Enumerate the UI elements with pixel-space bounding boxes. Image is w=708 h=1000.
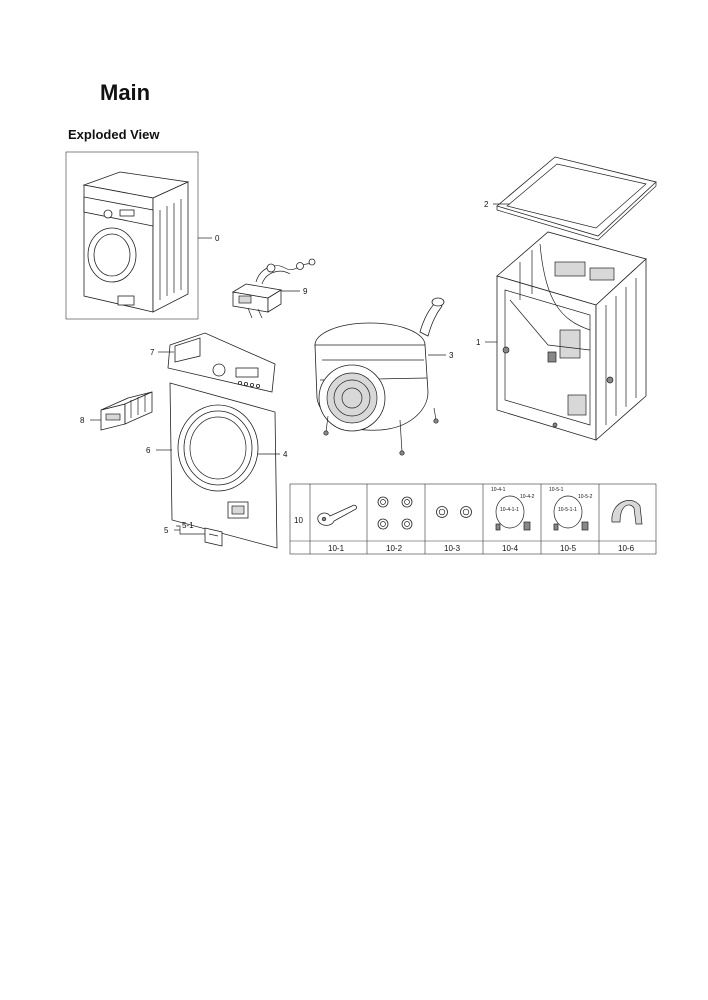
inlet-hose-cold-icon xyxy=(495,495,531,531)
col-10-5: 10-5 xyxy=(560,544,577,553)
cap-set-icon xyxy=(377,496,413,530)
label-10-4-1: 10-4-1 xyxy=(491,487,506,493)
dispenser-valve-assembly xyxy=(231,258,316,319)
inlet-hose-hot-icon xyxy=(553,495,589,531)
callout-5-1: 5-1 xyxy=(182,521,194,530)
control-panel xyxy=(167,332,276,393)
assembled-washer xyxy=(65,151,199,320)
callout-3: 3 xyxy=(449,351,454,360)
hose-guide-icon xyxy=(611,500,643,525)
cabinet xyxy=(496,231,647,441)
detergent-drawer xyxy=(100,391,153,431)
spanner-icon xyxy=(317,504,357,526)
label-10-4-2: 10-4-2 xyxy=(520,494,535,500)
callout-5: 5 xyxy=(164,526,169,535)
cap-pair-icon xyxy=(436,506,472,518)
col-10-6: 10-6 xyxy=(618,544,635,553)
front-panel xyxy=(169,382,278,549)
col-10-1: 10-1 xyxy=(328,544,345,553)
label-10-5-1: 10-5-1 xyxy=(549,487,564,493)
callout-6: 6 xyxy=(146,446,151,455)
tub-assembly xyxy=(314,297,445,456)
col-10-3: 10-3 xyxy=(444,544,461,553)
label-10-4-1-1: 10-4-1-1 xyxy=(500,507,519,513)
label-10-5-1-1: 10-5-1-1 xyxy=(558,507,577,513)
callout-7: 7 xyxy=(150,348,155,357)
callout-9: 9 xyxy=(303,287,308,296)
callout-2: 2 xyxy=(484,200,489,209)
callout-0: 0 xyxy=(215,234,220,243)
accessory-group-label: 10 xyxy=(294,516,303,525)
top-plate xyxy=(496,156,657,241)
assembled-washer-frame xyxy=(65,151,199,320)
page-title: Main xyxy=(100,80,151,105)
callout-4: 4 xyxy=(283,450,288,459)
filter-cover xyxy=(204,527,223,547)
label-10-5-2: 10-5-2 xyxy=(578,494,593,500)
callout-1: 1 xyxy=(476,338,481,347)
page-subtitle: Exploded View xyxy=(68,127,160,142)
col-10-2: 10-2 xyxy=(386,544,403,553)
accessory-table xyxy=(289,483,657,555)
callout-8: 8 xyxy=(80,416,85,425)
col-10-4: 10-4 xyxy=(502,544,519,553)
